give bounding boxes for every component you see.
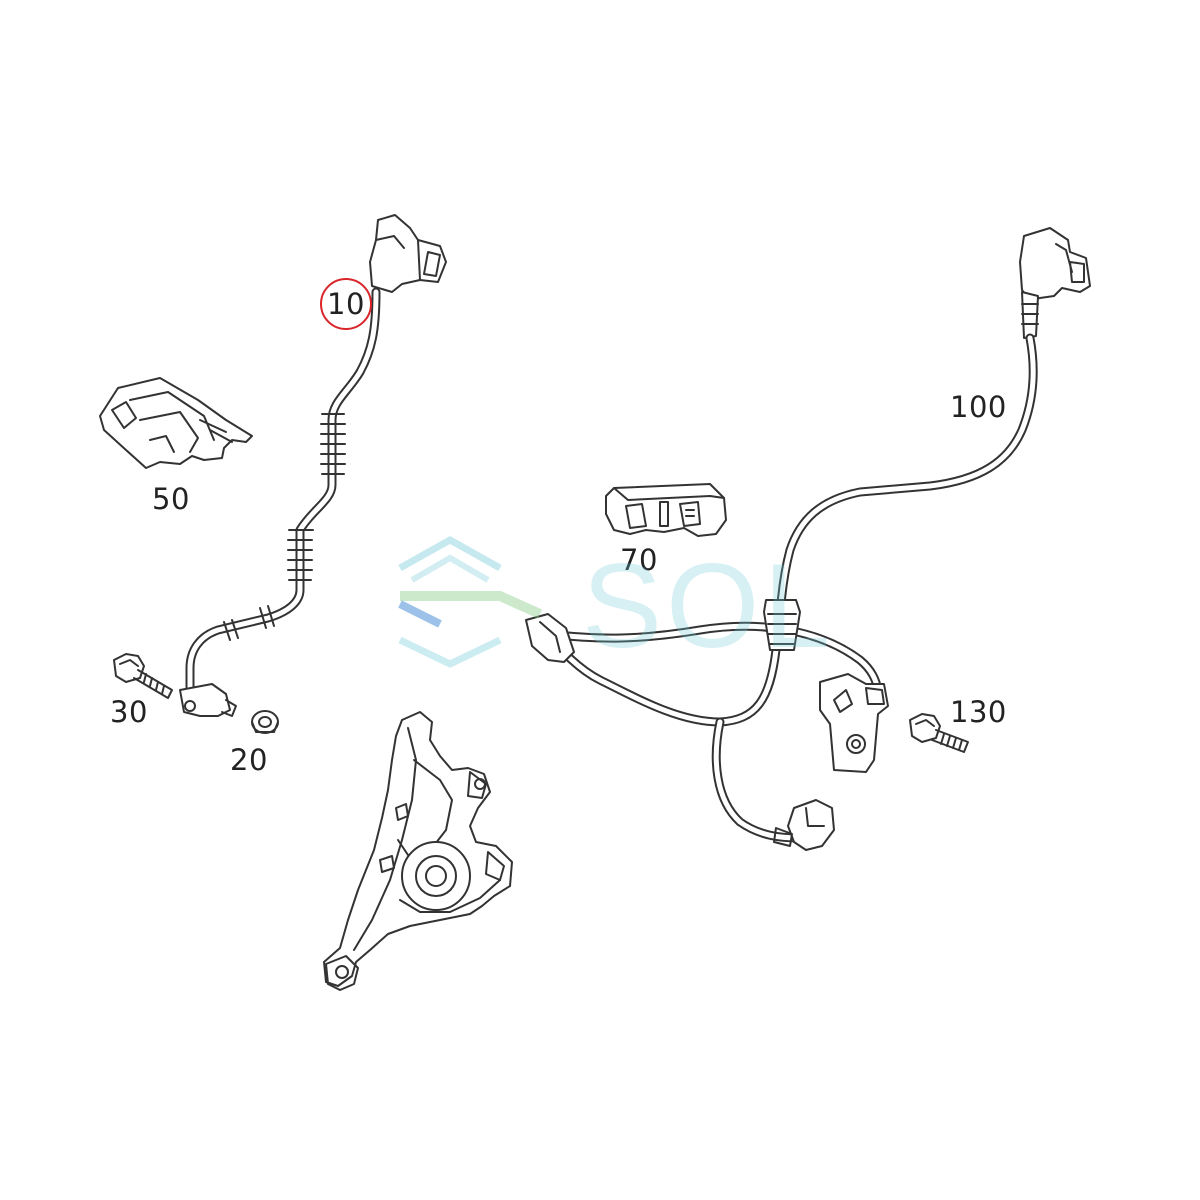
steering-knuckle [323,711,513,991]
callout-20: 20 [230,743,268,777]
callout-10: 10 [320,278,372,330]
callout-10-label: 10 [327,286,365,321]
sensor-cable-10 [179,214,447,717]
washer-20 [251,710,279,734]
callout-50: 50 [152,482,190,516]
watermark-text: SOL [582,539,835,673]
watermark-logo [398,535,543,668]
bolt-130 [909,713,969,753]
callout-100: 100 [950,390,1007,424]
bracket-50 [99,377,253,469]
callout-70: 70 [620,543,658,577]
callout-130: 130 [950,695,1007,729]
sensor-cable-100 [525,227,1091,851]
clip-70 [605,483,727,537]
callout-30: 30 [110,695,148,729]
bolt-30 [113,653,173,699]
